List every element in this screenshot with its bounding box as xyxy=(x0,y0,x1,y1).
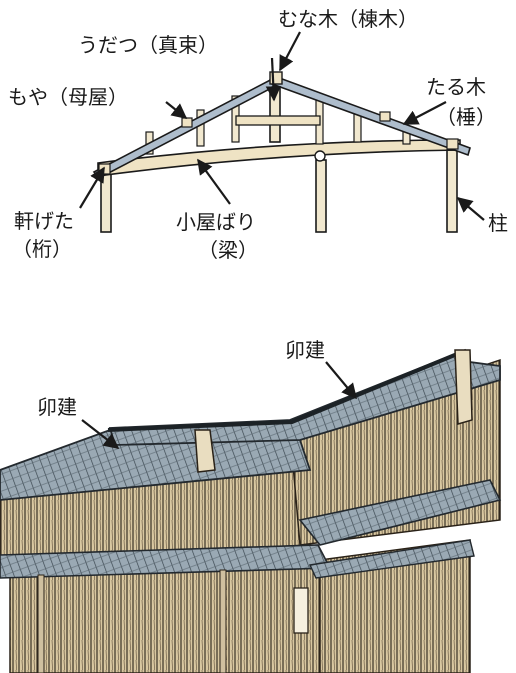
label-tarugi: たる木 xyxy=(426,75,486,99)
post-left xyxy=(100,169,112,233)
label-udatsu-left: 卯建 xyxy=(37,395,77,419)
beam-joint xyxy=(314,150,326,162)
label-koyabari-kanji: （梁） xyxy=(198,238,258,262)
label-nokigeta-kanji: （桁） xyxy=(12,237,72,261)
label-udatsu: うだつ（真束） xyxy=(78,33,218,57)
right-eave-roof xyxy=(298,479,502,546)
label-koyabari: 小屋ばり xyxy=(176,210,256,234)
strut-2 xyxy=(196,109,205,147)
label-munagi: むな木（棟木） xyxy=(278,7,418,31)
arrow-munagi xyxy=(279,31,301,72)
arrow-udatsu-right xyxy=(325,361,357,400)
main-roof xyxy=(0,424,312,501)
label-nokigeta: 軒げた xyxy=(14,209,74,233)
arrow-koyabari xyxy=(197,158,231,205)
roof-truss-diagram: むな木（棟木） うだつ（真束） もや（母屋） たる木 （棰） 軒げた （桁） 小… xyxy=(8,7,508,262)
udatsu-wall-right xyxy=(454,349,473,425)
label-hashira: 柱 xyxy=(488,211,508,235)
shop-signboard xyxy=(293,587,309,634)
arrow-udatsu-left xyxy=(81,419,120,449)
label-udatsu-right: 卯建 xyxy=(285,338,325,362)
townhouse-illustration: 卯建 卯建 xyxy=(0,338,502,673)
purlin-left xyxy=(181,117,193,128)
king-post xyxy=(269,79,281,143)
lower-right-wall xyxy=(319,539,471,673)
roof-ridge xyxy=(107,350,463,432)
eave-beam-right xyxy=(446,138,459,150)
post-center xyxy=(315,159,327,233)
udatsu-wall-left xyxy=(194,429,216,473)
arrow-moya xyxy=(165,101,188,119)
label-tarugi-kanji: （棰） xyxy=(436,105,496,129)
post-right xyxy=(446,149,458,233)
collar-tie xyxy=(235,115,321,126)
facade-post-center xyxy=(219,569,227,673)
right-lower-eave xyxy=(308,539,475,579)
purlin-right xyxy=(379,111,391,122)
arrow-udatsu xyxy=(265,57,282,102)
arrow-hashira xyxy=(456,197,485,221)
facade-post-left xyxy=(37,574,45,673)
label-moya: もや（母屋） xyxy=(8,85,128,109)
arrow-nokigeta xyxy=(79,166,105,209)
arrow-tarugi xyxy=(402,101,447,125)
